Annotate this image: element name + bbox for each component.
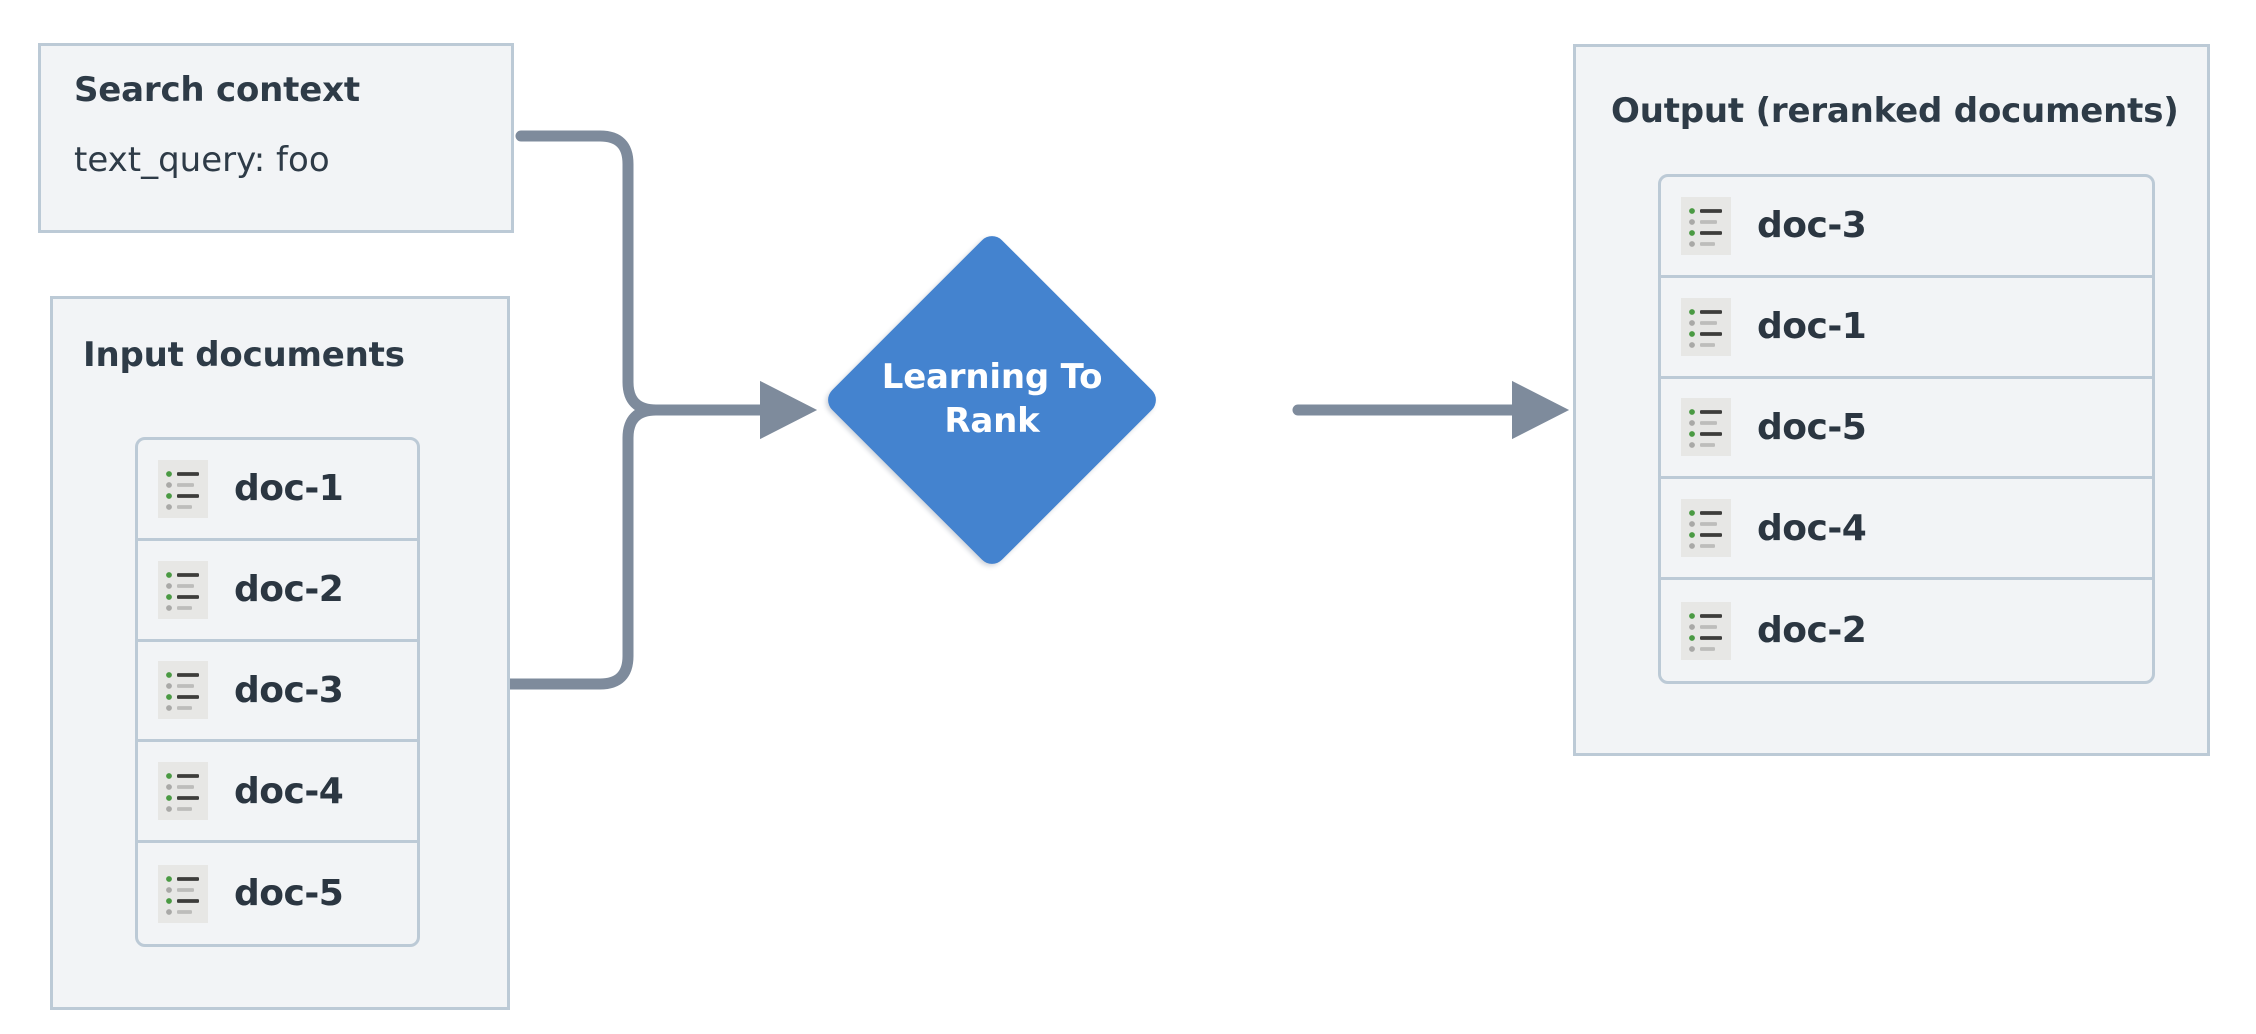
document-list-item[interactable]: doc-5 bbox=[1661, 379, 2152, 480]
ltr-label-line-2: Rank bbox=[944, 401, 1040, 441]
document-list-item[interactable]: doc-4 bbox=[1661, 479, 2152, 581]
document-list-item[interactable]: doc-3 bbox=[1661, 177, 2152, 278]
document-label: doc-1 bbox=[1757, 306, 1867, 348]
document-label: doc-3 bbox=[234, 669, 344, 711]
search-context-title: Search context bbox=[74, 70, 360, 110]
document-label: doc-4 bbox=[1757, 507, 1867, 549]
document-list-icon bbox=[1681, 297, 1731, 356]
document-label: doc-3 bbox=[1757, 205, 1867, 247]
input-documents-title: Input documents bbox=[83, 335, 405, 375]
connector-input-documents-to-ltr bbox=[504, 404, 662, 690]
learning-to-rank-node[interactable]: Learning To Rank bbox=[822, 230, 1162, 570]
ltr-label-line-1: Learning To bbox=[881, 357, 1103, 398]
document-list-icon bbox=[1681, 499, 1731, 558]
document-list-icon bbox=[158, 560, 208, 619]
document-list-item[interactable]: doc-3 bbox=[138, 642, 417, 743]
document-label: doc-5 bbox=[234, 873, 344, 915]
document-list-icon bbox=[1681, 601, 1731, 660]
search-context-field-text-query: text_query: foo bbox=[74, 140, 330, 180]
output-documents-list: doc-3 doc-1 doc-5 doc-4 doc-2 bbox=[1658, 174, 2155, 684]
output-title: Output (reranked documents) bbox=[1611, 91, 2179, 131]
document-list-icon bbox=[158, 864, 208, 923]
document-list-icon bbox=[158, 762, 208, 821]
document-label: doc-5 bbox=[1757, 406, 1867, 448]
connector-search-context-to-ltr bbox=[515, 130, 662, 416]
document-list-item[interactable]: doc-4 bbox=[138, 742, 417, 844]
document-list-icon bbox=[158, 661, 208, 720]
document-label: doc-4 bbox=[234, 770, 344, 812]
input-documents-list: doc-1 doc-2 doc-3 doc-4 doc-5 bbox=[135, 437, 420, 947]
document-list-item[interactable]: doc-2 bbox=[138, 541, 417, 642]
document-list-icon bbox=[1681, 196, 1731, 255]
document-list-item[interactable]: doc-5 bbox=[138, 843, 417, 944]
document-list-item[interactable]: doc-1 bbox=[1661, 278, 2152, 379]
document-list-item[interactable]: doc-1 bbox=[138, 440, 417, 541]
document-label: doc-2 bbox=[1757, 610, 1867, 652]
search-context-panel: Search context text_query: foo bbox=[38, 43, 514, 233]
document-list-icon bbox=[1681, 398, 1731, 457]
document-label: doc-2 bbox=[234, 569, 344, 611]
document-list-item[interactable]: doc-2 bbox=[1661, 580, 2152, 681]
learning-to-rank-label: Learning To Rank bbox=[862, 230, 1122, 570]
document-label: doc-1 bbox=[234, 468, 344, 510]
document-list-icon bbox=[158, 459, 208, 518]
